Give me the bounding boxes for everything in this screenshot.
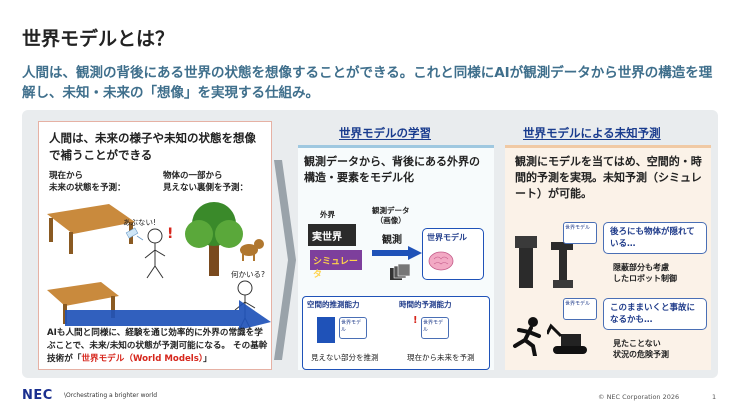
human-imagination-box: 人間は、未来の様子や未知の状態を想像で補うことができる 現在から 未来の状態を予… [38, 121, 272, 370]
mini-world-model-robot: 世界モデル [563, 222, 597, 244]
tagline: \Orchestrating a brighter world [64, 392, 158, 399]
chevron-right-icon [274, 160, 296, 360]
copyright: © NEC Corporation 2026 [598, 393, 680, 401]
table-icon [47, 204, 135, 234]
real-world-image: 実世界 [308, 224, 356, 246]
unknown-prediction-box: 観測にモデルを当てはめ、空間的・時間的予測を実現。未知予測（シミュレート）が可能… [505, 145, 711, 370]
prediction-arrow [65, 300, 271, 330]
caption-hidden-prediction: 物体の一部から 見えない裏側を予測： [163, 171, 249, 193]
caption-hazard-prediction: 見たことない 状況の危険予測 [613, 339, 669, 359]
tree-icon [185, 202, 243, 276]
temporal-exclaim: ! [413, 315, 418, 326]
slide-subtitle: 人間は、観測の背後にある世界の状態を想像することができる。これと同様にAIが観測… [22, 65, 713, 101]
occluder-block [317, 317, 335, 343]
human-imagination-illustration [47, 202, 271, 331]
caption-future-prediction: 現在から 未来の状態を予測： [49, 171, 126, 193]
bubble-hidden-object: 後ろにも物体が隠れている… [603, 222, 707, 254]
simulator-image: シミュレータ [310, 250, 362, 280]
label-world-model: 世界モデル [427, 233, 467, 242]
brain-icon [428, 251, 454, 271]
spatial-caption: 見えない部分を推測 [311, 353, 379, 362]
dog-icon [240, 239, 264, 261]
capability-panel: 空間的推測能力 時間的予測能力 世界モデル 世界モデル ! 見えない部分を推測 … [302, 296, 490, 370]
human-imagination-footer: AIも人間と同様に、経験を通じ効率的に外界の常識を学ぶことで、未来/未知の状態が… [47, 328, 268, 364]
observe-arrow [372, 246, 422, 260]
temporal-prediction-title: 時間的予測能力 [399, 300, 452, 309]
bubble-accident-risk: このままいくと事故になるかも… [603, 298, 707, 330]
world-model-learning-box: 観測データから、背後にある外界の構造・要素をモデル化 外界 実世界 シミュレータ… [298, 145, 494, 370]
falling-cup-icon [125, 227, 144, 241]
label-observe: 観測 [382, 235, 402, 246]
page-number: 1 [712, 393, 717, 401]
image-frames-icon [390, 264, 410, 280]
mini-world-model-temporal: 世界モデル [421, 317, 449, 339]
section-title-unknown-prediction: 世界モデルによる未知予測 [523, 126, 661, 140]
label-observation-data: 観測データ （画像） [372, 206, 410, 225]
world-model-node: 世界モデル [422, 228, 484, 280]
mini-world-model-hazard: 世界モデル [563, 298, 597, 320]
section-title-learning: 世界モデルの学習 [339, 126, 431, 140]
label-simulator: シミュレータ [313, 257, 358, 280]
temporal-caption: 現在から未来を予測 [407, 353, 475, 362]
callout-dog: 何かいる? [231, 270, 265, 279]
world-models-highlight: 世界モデル（World Models） [81, 354, 204, 364]
caption-robot-control: 隠蔽部分も考慮 したロボット制御 [613, 263, 677, 283]
nec-logo: NEC [22, 388, 53, 403]
human-imagination-heading: 人間は、未来の様子や未知の状態を想像で補うことができる [49, 131, 256, 162]
running-person-icon [513, 317, 541, 356]
callout-danger: あぶない! [123, 218, 157, 227]
prediction-description: 観測にモデルを当てはめ、空間的・時間的予測を実現。未知予測（シミュレート）が可能… [515, 155, 702, 200]
exclaim-mark: ! [167, 226, 174, 242]
label-real-world: 実世界 [312, 232, 342, 243]
robot-arm-icon [515, 236, 573, 288]
slide-title: 世界モデルとは？ [22, 28, 175, 50]
spatial-inference-title: 空間的推測能力 [307, 300, 360, 309]
learning-description: 観測データから、背後にある外界の構造・要素をモデル化 [304, 155, 480, 184]
mini-world-model-spatial: 世界モデル [339, 317, 367, 339]
label-outside-world: 外界 [320, 210, 335, 219]
excavator-icon [547, 323, 587, 354]
person-icon [144, 228, 166, 279]
